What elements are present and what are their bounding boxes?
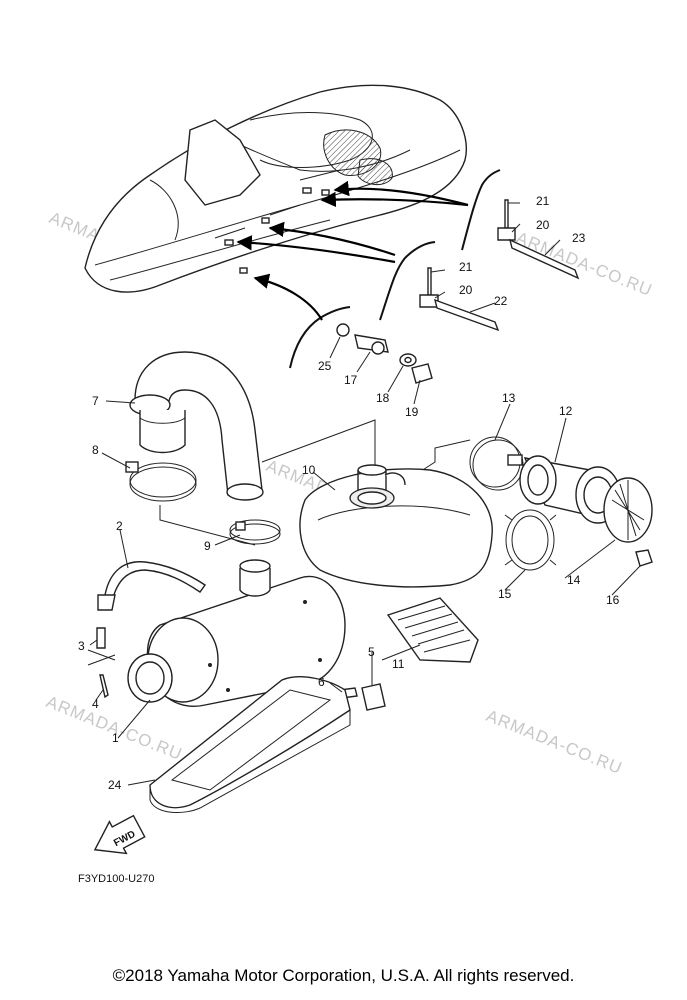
label-16: 16 [606,593,620,607]
label-21-upper: 21 [536,194,550,208]
label-11: 11 [392,657,405,671]
label-4: 4 [92,697,99,711]
label-1: 1 [112,731,119,745]
watermark-5: ARMADA-CO.RU [484,706,626,778]
label-19: 19 [405,405,419,419]
label-18: 18 [376,391,390,405]
copyright-footer: ©2018 Yamaha Motor Corporation, U.S.A. A… [112,966,575,985]
part-10-tank [299,464,493,588]
label-5: 5 [368,645,375,659]
part-8-clamp [125,461,197,502]
label-24: 24 [108,778,122,792]
label-14: 14 [567,573,581,587]
label-8: 8 [92,443,99,457]
label-12: 12 [559,404,573,418]
part-9-clamp [229,519,281,545]
label-20-lower: 20 [459,283,473,297]
label-6: 6 [318,675,325,689]
part-11-mat [386,597,479,663]
label-21-lower: 21 [459,260,473,274]
label-15: 15 [498,587,512,601]
parts-3-6 [87,627,386,711]
parts-12-16 [469,436,653,571]
part-24-tray [149,676,351,813]
label-9: 9 [204,539,211,553]
part-labels: 1 2 3 4 5 6 7 8 9 10 11 12 13 14 15 16 1… [78,194,620,792]
watercraft-hull [84,84,467,293]
label-7: 7 [92,394,99,408]
leader-lines [89,202,641,786]
part-1-muffler [127,559,346,707]
upper-fasteners [336,199,580,384]
part-7-duct [129,351,264,501]
label-20-upper: 20 [536,218,550,232]
label-3: 3 [78,639,85,653]
location-arrows [236,169,501,369]
label-23: 23 [572,231,586,245]
label-2: 2 [116,519,123,533]
label-13: 13 [502,391,516,405]
fwd-arrow: FWD [93,814,146,855]
label-22: 22 [494,294,508,308]
label-17: 17 [344,373,358,387]
part-2-strap [97,561,206,611]
label-10: 10 [302,463,316,477]
label-25: 25 [318,359,332,373]
watermark-4: ARMADA-CO.RU [44,692,186,764]
drawing-code: F3YD100-U270 [78,873,154,885]
